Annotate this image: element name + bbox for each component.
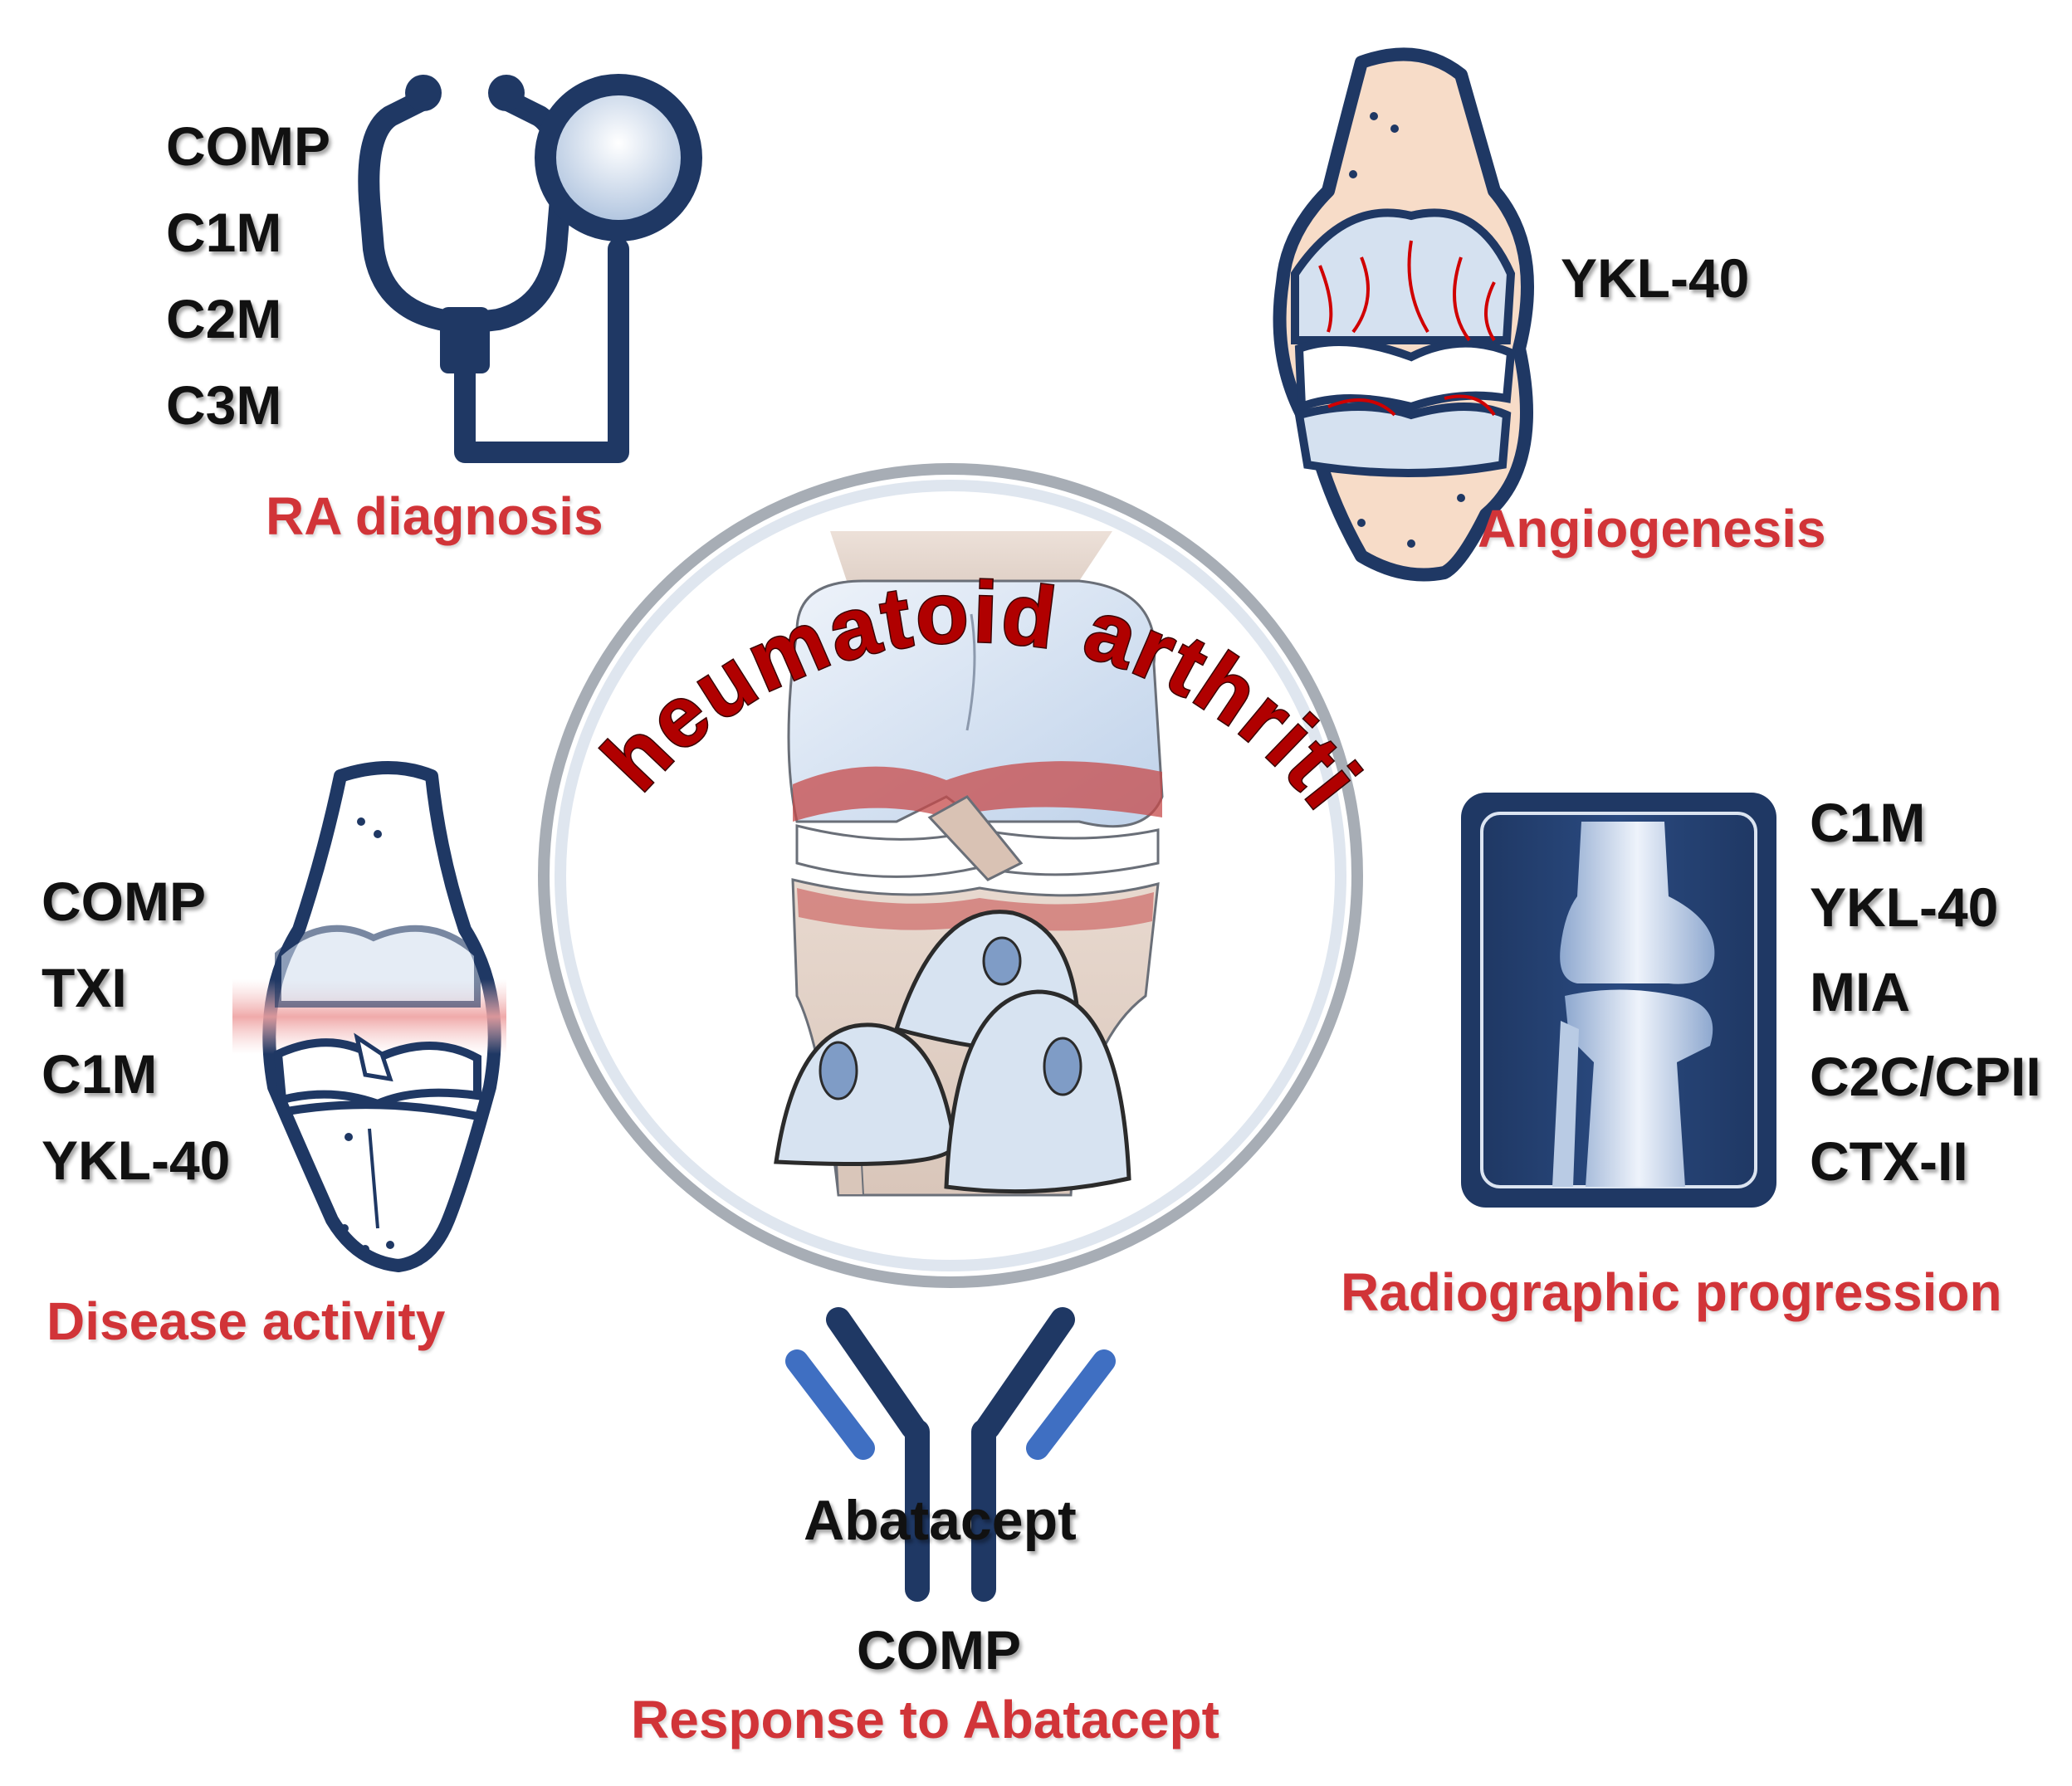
marker-label: COMP	[166, 115, 330, 177]
marker-label: C1M	[1810, 792, 1926, 853]
radiographic-caption: Radiographic progression	[1341, 1262, 2002, 1322]
marker-label: YKL-40	[1561, 247, 1750, 309]
marker-label: C1M	[166, 202, 282, 263]
disease-activity-markers: COMP TXI C1M YKL-40	[42, 858, 230, 1203]
abatacept-label: Abatacept	[804, 1489, 1077, 1552]
angiogenesis-caption: Angiogenesis	[1478, 499, 1826, 559]
stethoscope-icon	[358, 74, 702, 463]
marker-label: COMP	[42, 871, 206, 932]
inflamed-joint-icon	[1273, 47, 1534, 582]
marker-label: C1M	[42, 1043, 158, 1105]
knee-xray-icon	[1461, 793, 1776, 1208]
abatacept-markers: COMP	[857, 1607, 1021, 1693]
angiogenesis-markers: YKL-40	[1561, 235, 1749, 321]
ra-diagnosis-markers: COMP C1M C2M C3M	[166, 103, 330, 448]
marker-label: C3M	[166, 374, 282, 436]
disease-joint-icon	[232, 761, 506, 1272]
marker-label: C2M	[166, 288, 282, 349]
marker-label: YKL-40	[42, 1130, 231, 1191]
marker-label: COMP	[857, 1619, 1021, 1681]
marker-label: CTX-II	[1810, 1130, 1968, 1192]
antibody-icon	[785, 1307, 1116, 1602]
marker-label: YKL-40	[1810, 876, 1999, 938]
marker-label: C2C/CPII	[1810, 1046, 2041, 1107]
ra-diagnosis-caption: RA diagnosis	[266, 486, 604, 546]
marker-label: TXI	[42, 957, 127, 1018]
marker-label: MIA	[1810, 961, 1910, 1022]
disease-activity-caption: Disease activity	[46, 1291, 446, 1351]
radiographic-markers: C1M YKL-40 MIA C2C/CPII CTX-II	[1810, 780, 2041, 1203]
knee-cartilage-illustration	[774, 531, 1164, 1197]
abatacept-caption: Response to Abatacept	[631, 1690, 1219, 1749]
